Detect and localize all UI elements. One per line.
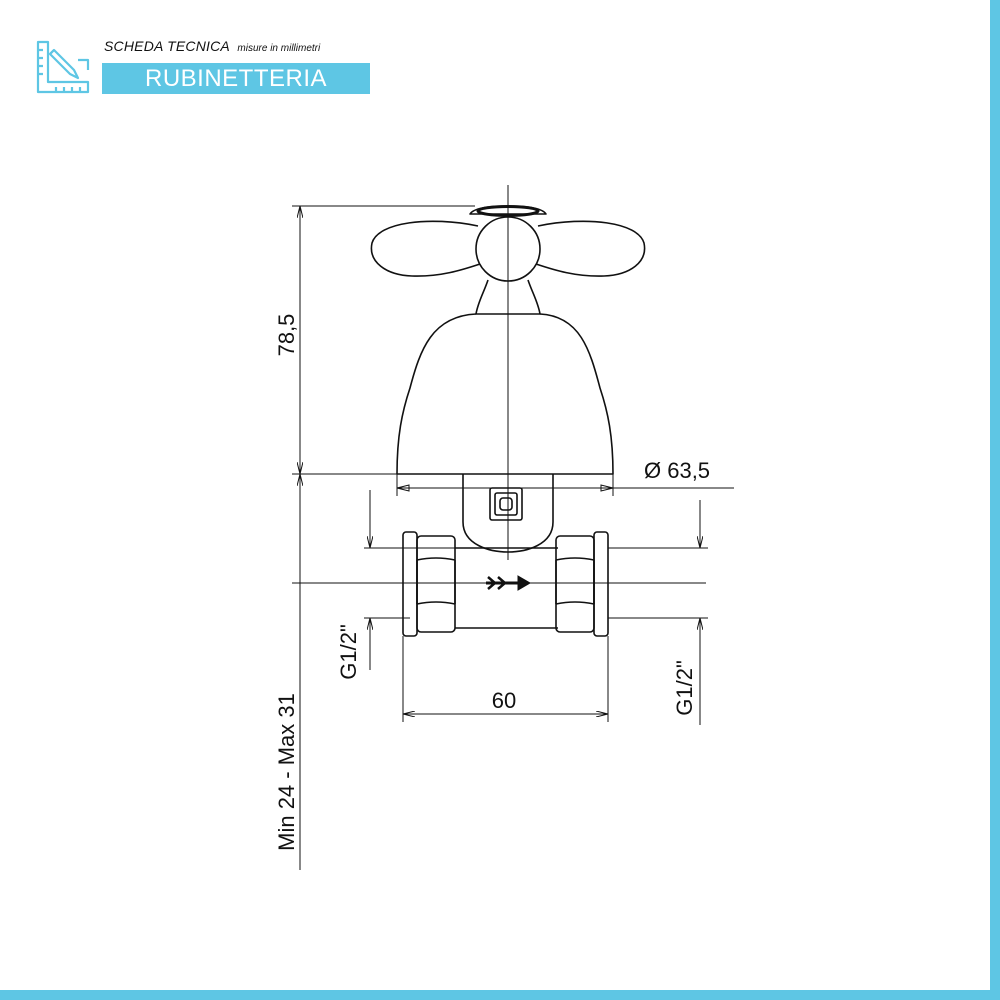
sheet-title-main: SCHEDA TECNICA [104,38,230,54]
depth-range-label: Min 24 - Max 31 [274,693,299,851]
ruler-pencil-icon [36,40,90,94]
thread-right-dimension [608,500,708,725]
socket-core [499,497,513,511]
category-banner: RUBINETTERIA [102,63,370,94]
right-nut-facets [555,557,595,605]
frame-border-right [990,0,1000,1000]
width-label: 60 [492,688,516,713]
width-dimension [402,636,609,722]
diameter-label: Ø 63,5 [644,458,710,483]
left-nut-facets [416,557,456,605]
sheet-title-units: misure in millimetri [237,43,321,54]
right-nut-flange [593,531,609,637]
sheet-title: SCHEDA TECNICA misure in millimetri [104,38,320,56]
left-nut-body [416,535,456,633]
sheet-header: SCHEDA TECNICA misure in millimetri RUBI… [34,36,379,98]
axis-lines [292,185,706,584]
height-label: 78,5 [274,314,299,357]
thread-right-label: G1/2" [672,660,697,716]
bell-body [396,313,614,475]
socket-inner [494,492,518,516]
thread-left-label: G1/2" [336,624,361,680]
frame-border-bottom [0,990,1000,1000]
diameter-dimension [396,474,734,496]
right-nut-body [555,535,595,633]
thread-left-dimension [364,490,455,670]
cross-handle [370,220,646,277]
